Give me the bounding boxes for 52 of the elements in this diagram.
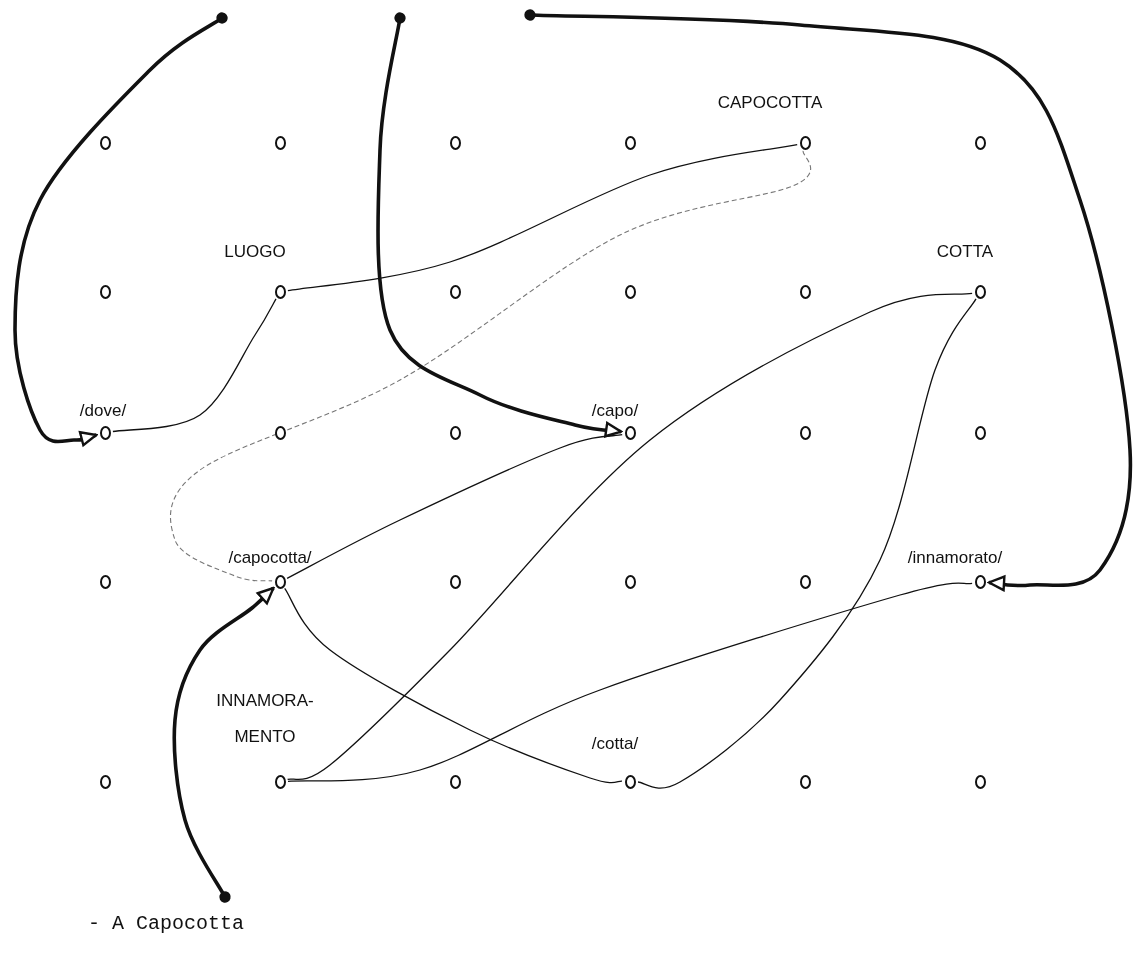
- connector-line: [112, 298, 277, 433]
- grid-circle: [449, 775, 461, 789]
- grid-circle: [274, 575, 286, 589]
- caption: - A Capocotta: [88, 912, 245, 935]
- connector-line: [286, 434, 623, 579]
- grid-circle: [974, 775, 986, 789]
- node-label: /cotta/: [591, 734, 639, 754]
- grid-circle: [274, 285, 286, 299]
- grid-circle: [799, 285, 811, 299]
- grid-circle: [449, 136, 461, 150]
- node-label: /dove/: [79, 401, 127, 421]
- grid-circle: [274, 775, 286, 789]
- arrow: [524, 9, 1133, 592]
- arrow: [13, 12, 228, 448]
- grid-circle: [624, 136, 636, 150]
- connector-line: [284, 587, 623, 784]
- grid-circle: [99, 775, 111, 789]
- grid-circle: [974, 575, 986, 589]
- node-label: COTTA: [936, 242, 994, 262]
- node-label: INNAMORA- MENTO: [215, 689, 315, 748]
- grid-circle: [274, 426, 286, 440]
- node-label: /capo/: [591, 401, 639, 421]
- node-label: /innamorato/: [907, 548, 1003, 568]
- grid-circle: [99, 426, 111, 440]
- connector-line: [286, 292, 973, 781]
- grid-circle: [449, 426, 461, 440]
- grid-circle: [799, 426, 811, 440]
- grid-circle: [799, 575, 811, 589]
- node-label: CAPOCOTTA: [717, 93, 823, 113]
- grid-circle: [974, 285, 986, 299]
- grid-circle: [99, 285, 111, 299]
- arrow: [376, 12, 623, 438]
- node-label: /capocotta/: [228, 548, 312, 568]
- grid-circle: [99, 575, 111, 589]
- grid-circle: [99, 136, 111, 150]
- node-label: LUOGO: [224, 242, 286, 262]
- connector-line: [637, 298, 977, 789]
- grid-circle: [799, 136, 811, 150]
- grid-circle: [274, 136, 286, 150]
- connector-line: [287, 582, 973, 782]
- grid-circle: [624, 775, 636, 789]
- connector-line: [287, 143, 798, 292]
- grid-circle: [624, 285, 636, 299]
- grid-circle: [974, 136, 986, 150]
- grid-circle: [449, 575, 461, 589]
- arrow: [172, 586, 275, 903]
- grid-circle: [624, 575, 636, 589]
- grid-circle: [974, 426, 986, 440]
- grid-circle: [449, 285, 461, 299]
- grid-circle: [624, 426, 636, 440]
- grid-circle: [799, 775, 811, 789]
- connector-line: [170, 150, 812, 582]
